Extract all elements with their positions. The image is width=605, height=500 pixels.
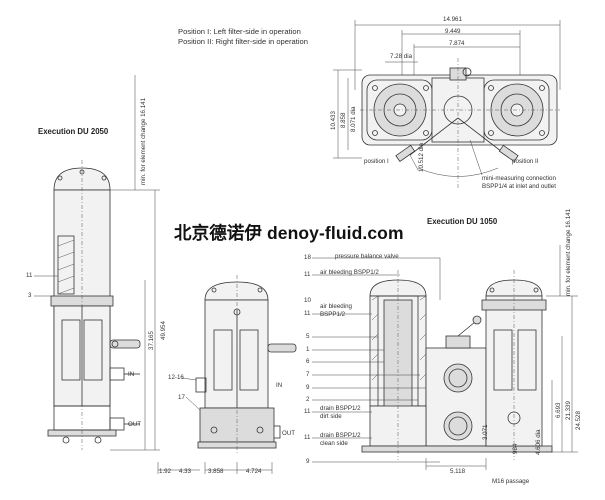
middle-side-view bbox=[181, 275, 297, 474]
position-legend: Position I: Left filter-side in operatio… bbox=[178, 27, 308, 47]
du1050-callout: 11 bbox=[304, 434, 311, 441]
du1050-callout: 11 bbox=[304, 310, 311, 317]
middle-callout-1216: 12-16 bbox=[168, 374, 184, 381]
du1050-callout: 1 bbox=[306, 346, 310, 353]
du1050-dim-4606: 4.606 dia bbox=[535, 429, 542, 455]
du1050-callout: 5 bbox=[306, 333, 310, 340]
title-du2050: Execution DU 2050 bbox=[38, 127, 109, 136]
du1050-callout: 9 bbox=[306, 458, 310, 465]
dim-7874: 7.874 bbox=[449, 40, 465, 47]
du1050-air-bleeding-1: air bleeding BSPP1/2 bbox=[320, 269, 379, 276]
du1050-air-bleeding-2b: BSPP1/2 bbox=[320, 311, 346, 318]
du1050-drain-clean-b: clean side bbox=[320, 440, 348, 447]
du1050-air-bleeding-2a: air bleeding bbox=[320, 303, 352, 310]
dim-10512-dia: 10.512 dia bbox=[418, 143, 425, 172]
du2050-side-view bbox=[34, 75, 200, 474]
du2050-dim-433: 4.33 bbox=[179, 468, 192, 475]
du1050-dim-5118: 5.118 bbox=[450, 468, 466, 475]
du1050-callout: 11 bbox=[304, 408, 311, 415]
du1050-dim-6693: 6.693 bbox=[555, 402, 562, 418]
du1050-callout: 9 bbox=[306, 384, 310, 391]
du2050-in-label: IN bbox=[128, 371, 135, 378]
title-du1050: Execution DU 1050 bbox=[427, 217, 498, 226]
du2050-callout-3: 3 bbox=[28, 292, 32, 299]
du1050-callout: 18 bbox=[304, 254, 311, 261]
du1050-dim-3071: 3.071 bbox=[482, 424, 489, 440]
du1050-callout: 7 bbox=[306, 371, 310, 378]
du1050-dim-24528: 24.528 bbox=[575, 411, 582, 430]
du1050-pressure-balance-label: pressure balance valve bbox=[335, 253, 399, 260]
dim-14961: 14.961 bbox=[443, 16, 462, 23]
label-position-i: position I bbox=[364, 158, 389, 165]
du2050-min-change: min. for element change 16.141 bbox=[140, 97, 147, 185]
middle-callout-17: 17 bbox=[178, 394, 185, 401]
label-mini-measuring-2: BSPP1/4 at inlet and outlet bbox=[482, 183, 556, 190]
middle-dim-4724: 4.724 bbox=[246, 468, 262, 475]
dim-728-dia: 7.28 dia bbox=[390, 53, 413, 60]
du1050-dim-984: 984 bbox=[512, 443, 519, 454]
du2050-dim-49954: 49.954 bbox=[160, 321, 167, 340]
label-position-ii: position II bbox=[512, 158, 539, 165]
du1050-drain-dirt-b: dirt side bbox=[320, 413, 342, 420]
dim-8071-dia: 8.071 dia bbox=[350, 106, 357, 132]
du1050-callout: 6 bbox=[306, 358, 310, 365]
du1050-dim-21339: 21.339 bbox=[565, 401, 572, 420]
du1050-callout: 11 bbox=[304, 271, 311, 278]
du1050-drain-clean-a: drain BSPP1/2 bbox=[320, 432, 361, 439]
du2050-callout-11: 11 bbox=[26, 272, 33, 279]
watermark-text: 北京德诺伊 denoy-fluid.com bbox=[174, 223, 404, 243]
du2050-out-label: OUT bbox=[128, 421, 142, 428]
du1050-m16-passage: M16 passage bbox=[492, 478, 530, 485]
du1050-section-view bbox=[312, 245, 578, 470]
legend-position-i: Position I: Left filter-side in operatio… bbox=[178, 27, 301, 36]
du1050-callout: 10 bbox=[304, 297, 311, 304]
du1050-drain-dirt-a: drain BSPP1/2 bbox=[320, 405, 361, 412]
du2050-dim-192: 1.92 bbox=[159, 468, 172, 475]
du2050-dim-37165: 37.165 bbox=[148, 331, 155, 350]
dim-10433: 10.433 bbox=[330, 111, 337, 130]
legend-position-ii: Position II: Right filter-side in operat… bbox=[178, 37, 309, 46]
top-view-drawing bbox=[333, 20, 561, 190]
dim-8858: 8.858 bbox=[340, 112, 347, 128]
dim-9449: 9.449 bbox=[445, 28, 461, 35]
du1050-min-change: min. for element change 16.141 bbox=[565, 208, 572, 296]
label-mini-measuring-1: mini-measuring connection bbox=[482, 175, 556, 182]
middle-in-label: IN bbox=[276, 382, 283, 389]
middle-out-label: OUT bbox=[282, 430, 296, 437]
du1050-callout: 2 bbox=[306, 396, 310, 403]
middle-dim-3858: 3.858 bbox=[208, 468, 224, 475]
